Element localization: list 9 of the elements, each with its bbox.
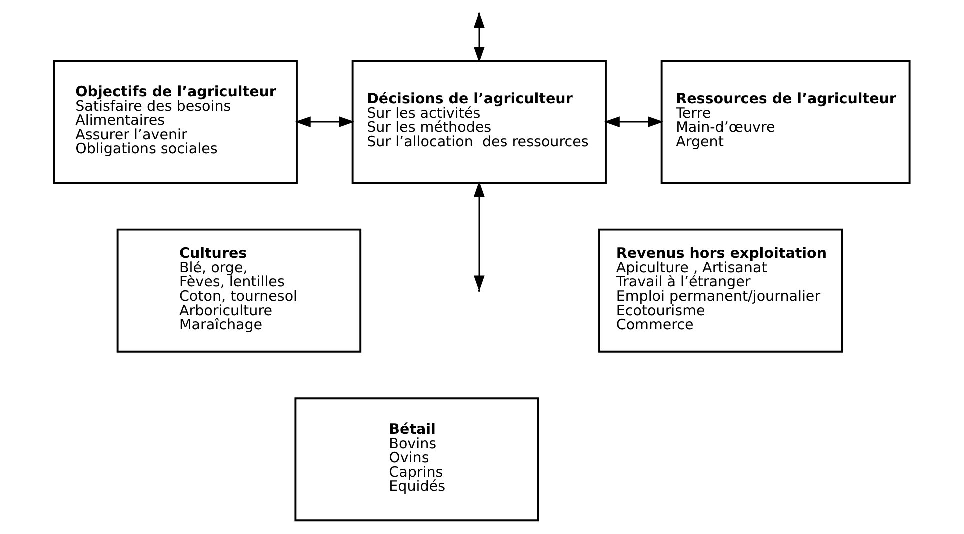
node-box: Décisions de l’agriculteur Sur les activités Sur les méthodes Sur l’allocation des ressources [352,60,607,184]
node-box: Revenus hors exploitation Apiculture , Artisanat Travail à l’étranger Emploi permanent/journalier Ecotourisme Commerce [598,228,844,353]
arrow [474,181,485,292]
arrow [604,116,664,128]
node-box: Cultures Blé, orge, Fèves, lentilles Coton, tournesol Arboriculture Maraîchage [116,228,362,353]
node-box: Ressources de l’agriculteur Terre Main-d’œuvre Argent [660,60,911,184]
node-box: Objectifs de l’agriculteur Satisfaire des besoins Alimentaires Assurer l’avenir Obligations sociales [53,60,298,184]
arrow [295,116,355,128]
node-box: Bétail Bovins Ovins Caprins Equidés [294,398,540,522]
